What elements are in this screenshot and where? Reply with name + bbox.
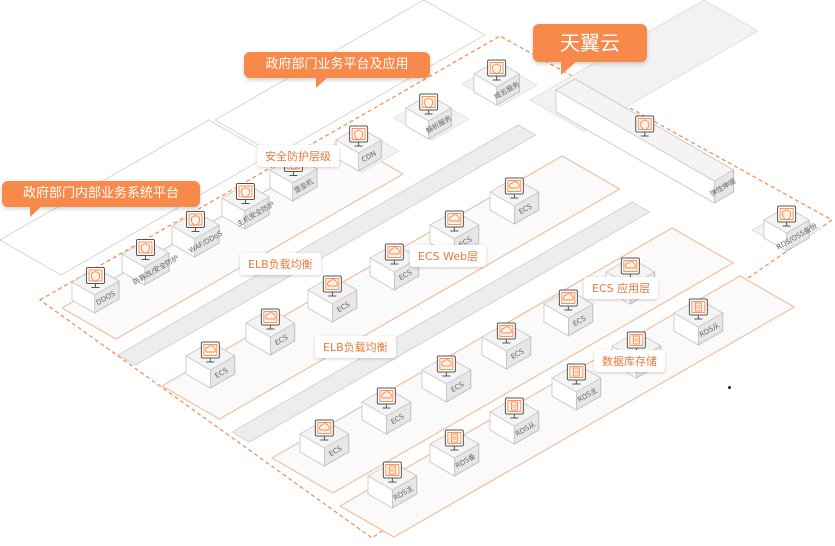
shield-monitor-icon	[185, 211, 205, 232]
security-box-1: DDOS	[71, 267, 120, 314]
security-box-2: 防篡改/安全防护	[121, 239, 180, 287]
ecs-app-callout: ECS 应用层	[584, 277, 659, 299]
ecs-app-box-1: ECS	[299, 419, 350, 467]
ecs-app-box-2: ECS	[361, 387, 412, 435]
ecs-web-callout: ECS Web层	[410, 245, 487, 267]
cloud-monitor-icon	[504, 177, 524, 199]
ecs-app-label: ECS 应用层	[592, 282, 651, 295]
cdn-monitor-icon	[419, 93, 439, 115]
internal-platform-callout: 政府部门内部业务系统平台	[2, 181, 200, 217]
database-document-icon	[444, 429, 464, 451]
cloud-monitor-icon	[260, 308, 280, 330]
database-document-icon	[382, 461, 402, 483]
security-layer-label: 安全防护层级	[265, 150, 331, 163]
elb-2-callout: ELB负载均衡	[315, 336, 396, 358]
ecs-app-box-4: ECS	[481, 322, 532, 370]
shield-monitor-icon	[135, 239, 155, 260]
cloud-monitor-icon	[384, 243, 404, 265]
brand-callout-tail	[561, 61, 577, 75]
ecs-app-box-5: ECS	[543, 289, 594, 337]
cloud-monitor-icon	[376, 387, 396, 409]
cdn-monitor-icon	[349, 125, 369, 147]
top-service-box-2: 解析服务	[405, 93, 453, 140]
rds-box-3: RDS从	[489, 397, 540, 445]
cloud-monitor-icon	[620, 257, 640, 279]
cdn-monitor-icon	[487, 59, 507, 81]
elb-1-label: ELB负载均衡	[248, 258, 313, 271]
gov-platform-callout-tail	[316, 77, 328, 88]
internal-platform-callout-tail	[30, 206, 42, 217]
cloud-boundary	[38, 35, 834, 539]
database-document-icon	[504, 397, 524, 419]
database-document-icon	[688, 298, 708, 320]
cloud-monitor-icon	[496, 322, 516, 344]
backup-box: RDS/OSS备份	[763, 205, 819, 252]
database-document-icon	[566, 363, 586, 385]
rds-box-1: RDS主	[367, 461, 418, 509]
db-layer-callout: 数据库存储	[594, 350, 665, 372]
rds-box-4: RDS主	[551, 363, 602, 411]
elb-2-label: ELB负载均衡	[323, 341, 388, 354]
cloud-monitor-icon	[558, 289, 578, 311]
top-service-box-3: 域名服务	[473, 59, 521, 106]
cloud-monitor-icon	[314, 419, 334, 441]
shield-monitor-icon	[235, 183, 255, 204]
cloud-monitor-icon	[436, 355, 456, 377]
elb-band-1	[116, 124, 537, 366]
security-box-3: WAF/DDoS	[171, 211, 224, 258]
elb-band-2	[230, 201, 651, 443]
shield-monitor-icon	[635, 115, 655, 137]
elb-1-callout: ELB负载均衡	[240, 253, 321, 275]
top-service-box-1: CDN	[335, 125, 383, 172]
cloud-monitor-icon	[200, 341, 220, 363]
brand-callout: 天翼云	[533, 24, 647, 75]
ecs-web-box-2: ECS	[245, 308, 296, 356]
shield-monitor-icon	[85, 267, 105, 288]
gov-platform-label: 政府部门业务平台及应用	[265, 57, 409, 72]
rds-box-6: RDS从	[673, 298, 724, 346]
security-layer-callout: 安全防护层级	[257, 145, 339, 167]
scaling-server-box: 弹性伸缩	[555, 78, 737, 204]
db-layer-label: 数据库存储	[602, 355, 657, 368]
cloud-monitor-icon	[322, 275, 342, 297]
ecs-web-box-3: ECS	[307, 275, 358, 323]
ecs-web-box-1: ECS	[185, 341, 236, 389]
database-document-icon	[626, 331, 646, 353]
brand-label: 天翼云	[560, 31, 620, 55]
marker-dot	[728, 386, 731, 389]
cloud-monitor-icon	[444, 210, 464, 232]
ecs-app-box-3: ECS	[421, 355, 472, 403]
gov-platform-callout: 政府部门业务平台及应用	[244, 52, 430, 88]
rds-box-2: RDS备	[429, 429, 480, 477]
ecs-web-box-6: ECS	[489, 177, 540, 225]
security-box-4: 主机安全防护	[221, 183, 276, 230]
ecs-web-label: ECS Web层	[418, 250, 479, 263]
shield-monitor-icon	[777, 205, 797, 227]
internal-platform-label: 政府部门内部业务系统平台	[22, 186, 179, 201]
